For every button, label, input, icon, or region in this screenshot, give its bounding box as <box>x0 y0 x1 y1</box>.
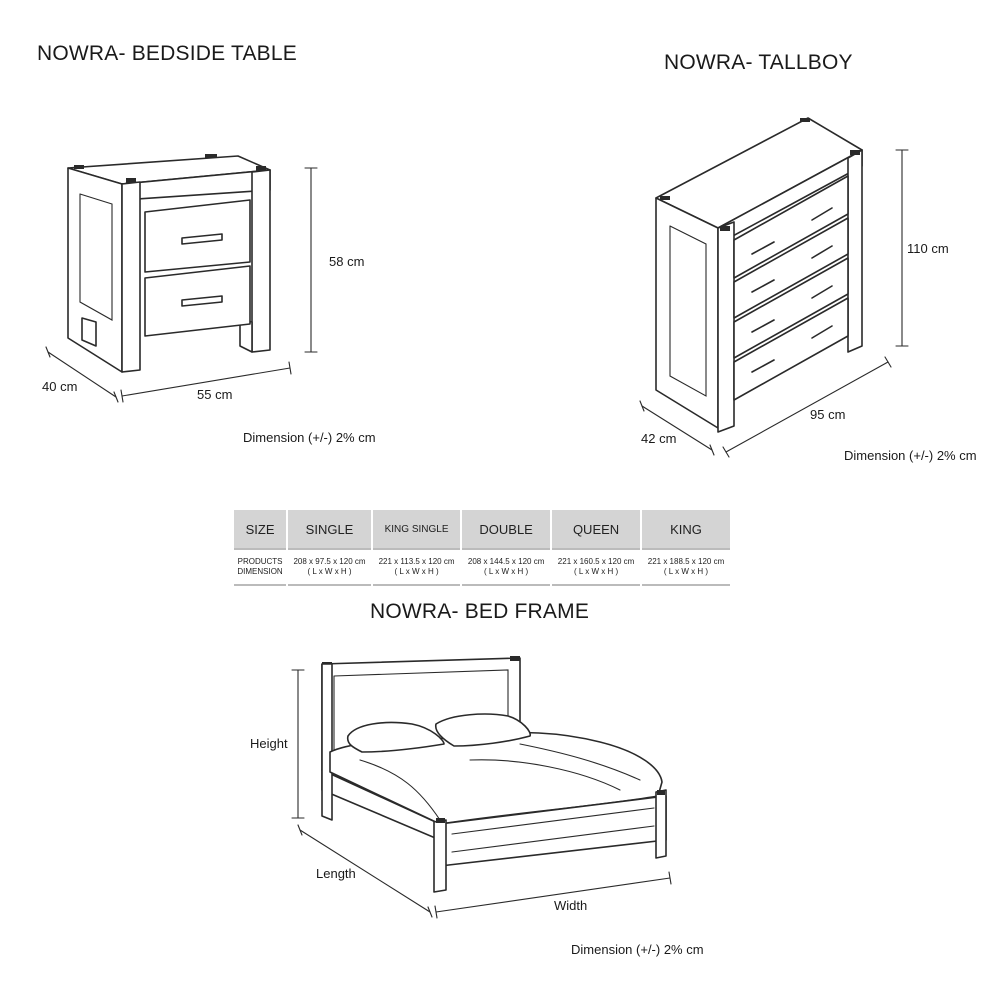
bed-head-leg-left <box>321 663 333 821</box>
size-header-double: DOUBLE <box>462 510 551 548</box>
bedside-width-label: 55 cm <box>197 387 233 402</box>
bed-width-line <box>435 877 671 913</box>
size-header-king-single: KING SINGLE <box>372 510 461 548</box>
tallboy-title: NOWRA- TALLBOY <box>664 51 853 74</box>
bedside-front-right-leg <box>251 169 271 353</box>
dim-format-single: ( L x W x H ) <box>307 567 352 576</box>
tallboy-width-label: 95 cm <box>810 407 846 422</box>
dim-format-king-single: ( L x W x H ) <box>394 567 439 576</box>
bedside-title: NOWRA- BEDSIDE TABLE <box>37 42 297 65</box>
tallboy-drawer-1 <box>733 175 849 279</box>
dim-cell-single: 208 x 97.5 x 120 cm ( L x W x H ) <box>288 548 371 586</box>
tallboy-drawer-3 <box>733 257 849 359</box>
tallboy-side-panel <box>655 197 719 429</box>
tallboy-joint-fr <box>850 150 860 155</box>
tallboy-depth-line <box>641 405 713 451</box>
dim-value-double: 208 x 144.5 x 120 cm <box>467 557 545 566</box>
bedside-handle-bottom <box>181 295 223 307</box>
dim-cell-king-single: 221 x 113.5 x 120 cm ( L x W x H ) <box>372 548 461 586</box>
bed-width-label: Width <box>554 898 588 913</box>
dim-value-queen: 221 x 160.5 x 120 cm <box>557 557 635 566</box>
tallboy-height-label: 110 cm <box>907 241 949 256</box>
bed-tolerance-note: Dimension (+/-) 2% cm <box>571 942 704 957</box>
bed-size-table: SIZE SINGLE KING SINGLE DOUBLE QUEEN KIN… <box>232 510 732 586</box>
tallboy-front-left-leg <box>717 221 735 433</box>
row-label-products: PRODUCTS <box>237 557 283 566</box>
bed-title: NOWRA- BED FRAME <box>370 600 590 623</box>
bed-pillow-left <box>346 721 445 753</box>
tallboy-front-right-leg <box>847 149 863 353</box>
size-header-size: SIZE <box>234 510 287 548</box>
bedside-width-line <box>121 367 291 397</box>
bed-foot-leg-left <box>433 819 447 893</box>
bed-length-label: Length <box>316 866 356 881</box>
bedside-depth-line <box>47 351 117 398</box>
bedside-height-label: 58 cm <box>329 254 365 269</box>
tallboy-width-line <box>725 361 889 453</box>
bed-pillow-right <box>434 713 531 747</box>
row-label-dimension: DIMENSION <box>237 567 283 576</box>
bedside-handle-top <box>181 233 223 245</box>
bed-height-label: Height <box>250 736 288 751</box>
bed-foot-leg-right <box>655 789 667 859</box>
size-header-king: KING <box>642 510 730 548</box>
tallboy-joint-fl <box>720 226 730 231</box>
tallboy-depth-label: 42 cm <box>641 431 677 446</box>
tallboy-drawing <box>639 117 909 458</box>
bedside-table-drawing <box>45 154 318 403</box>
dim-value-king-single: 221 x 113.5 x 120 cm <box>378 557 455 566</box>
bedside-joint-fl <box>126 178 136 183</box>
tallboy-drawer-4 <box>733 297 849 401</box>
dim-cell-queen: 221 x 160.5 x 120 cm ( L x W x H ) <box>552 548 641 586</box>
dim-cell-double: 208 x 144.5 x 120 cm ( L x W x H ) <box>462 548 551 586</box>
bedside-front-left-leg <box>121 181 141 373</box>
bed-frame-drawing <box>291 656 672 919</box>
dim-format-queen: ( L x W x H ) <box>573 567 619 576</box>
dim-value-single: 208 x 97.5 x 120 cm <box>293 557 366 566</box>
size-header-single: SINGLE <box>288 510 371 548</box>
tallboy-tolerance-note: Dimension (+/-) 2% cm <box>844 448 977 463</box>
size-header-row: SIZE SINGLE KING SINGLE DOUBLE QUEEN KIN… <box>234 510 730 548</box>
bedside-tolerance-note: Dimension (+/-) 2% cm <box>243 430 376 445</box>
dim-format-king: ( L x W x H ) <box>663 567 709 576</box>
bedside-depth-label: 40 cm <box>42 379 78 394</box>
size-header-queen: QUEEN <box>552 510 641 548</box>
size-dimension-row: PRODUCTS DIMENSION 208 x 97.5 x 120 cm (… <box>234 548 730 586</box>
row-label-cell: PRODUCTS DIMENSION <box>234 548 287 586</box>
dim-value-king: 221 x 188.5 x 120 cm <box>647 557 725 566</box>
bedside-joint-fr <box>256 166 266 171</box>
bed-length-line <box>299 829 431 913</box>
dim-cell-king: 221 x 188.5 x 120 cm ( L x W x H ) <box>642 548 730 586</box>
dim-format-double: ( L x W x H ) <box>484 567 529 576</box>
tallboy-drawer-2 <box>733 217 849 319</box>
